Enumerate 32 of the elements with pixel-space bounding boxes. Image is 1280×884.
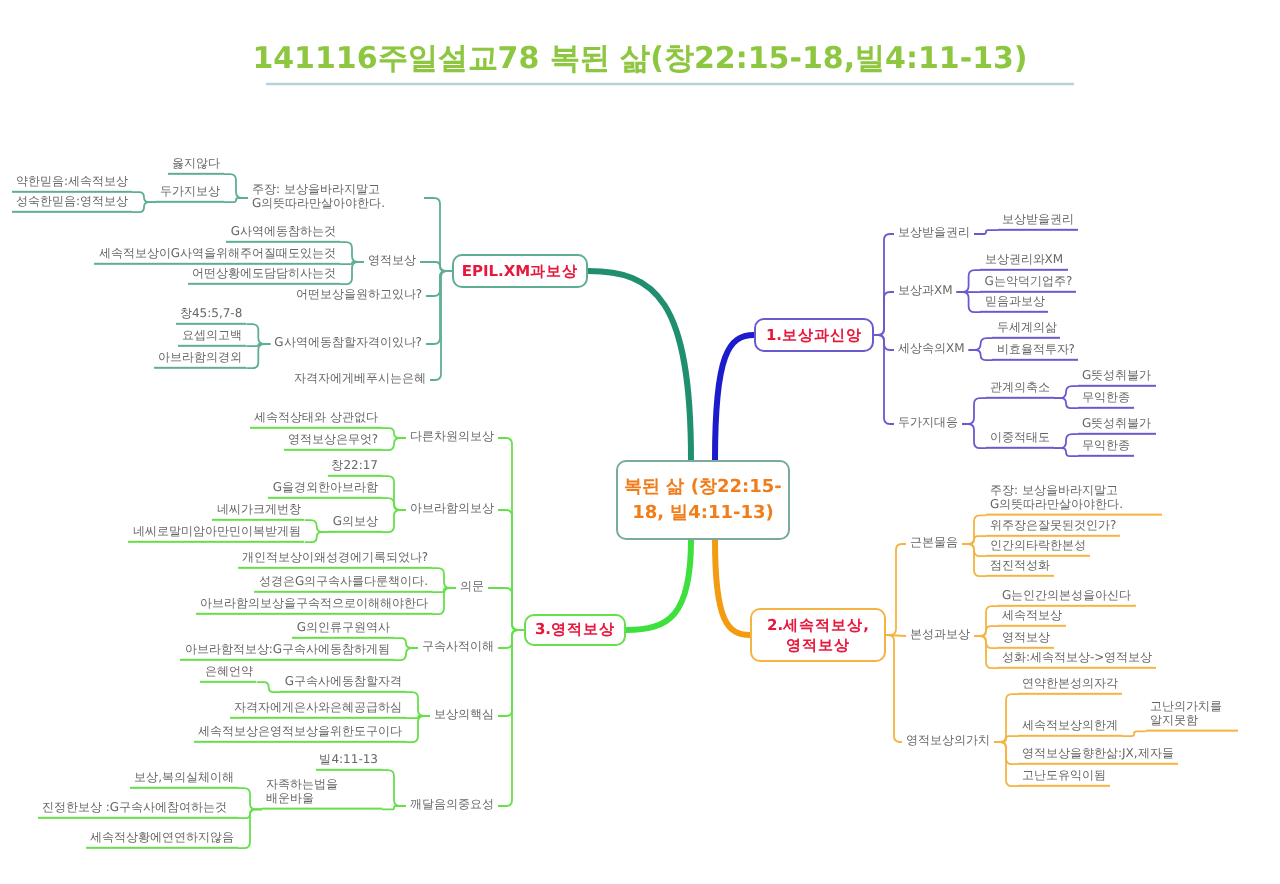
connector-line: [993, 741, 1019, 788]
connector-line: [393, 647, 419, 662]
connector-line: [339, 261, 365, 286]
connector-line: [873, 334, 895, 425]
connector-line: [131, 201, 157, 214]
connector-line: [961, 423, 987, 450]
connector-line: [1053, 397, 1079, 410]
connector-line: [967, 349, 994, 362]
connector-line: [237, 808, 263, 850]
connector-line: [973, 635, 999, 670]
connector-line: [431, 587, 457, 616]
connector-line: [381, 437, 407, 452]
connector-line: [245, 343, 272, 370]
connector-line: [223, 197, 249, 204]
connector-line: [587, 268, 694, 461]
connector-line: [1053, 447, 1079, 458]
connector-line: [303, 531, 330, 544]
connector-line: [955, 291, 982, 314]
connector-line: [405, 715, 431, 744]
connector-line: [429, 270, 453, 381]
title: 141116주일설교78 복된 삶(창22:15-18,빌4:11-13): [250, 40, 1030, 78]
connector-line: [497, 629, 525, 807]
connector-line: [381, 509, 407, 534]
connector-line: [973, 229, 999, 235]
connector-line: [1121, 730, 1147, 738]
connector-line: [625, 539, 694, 633]
connector-line: [961, 543, 987, 578]
connector-line: [885, 634, 903, 743]
connector-line: [255, 681, 282, 694]
connector-line: [885, 634, 907, 637]
central-topic-box: 복된 삶 (창22:15-18, 빌4:11-13): [616, 460, 790, 540]
connector-line: [381, 805, 407, 811]
